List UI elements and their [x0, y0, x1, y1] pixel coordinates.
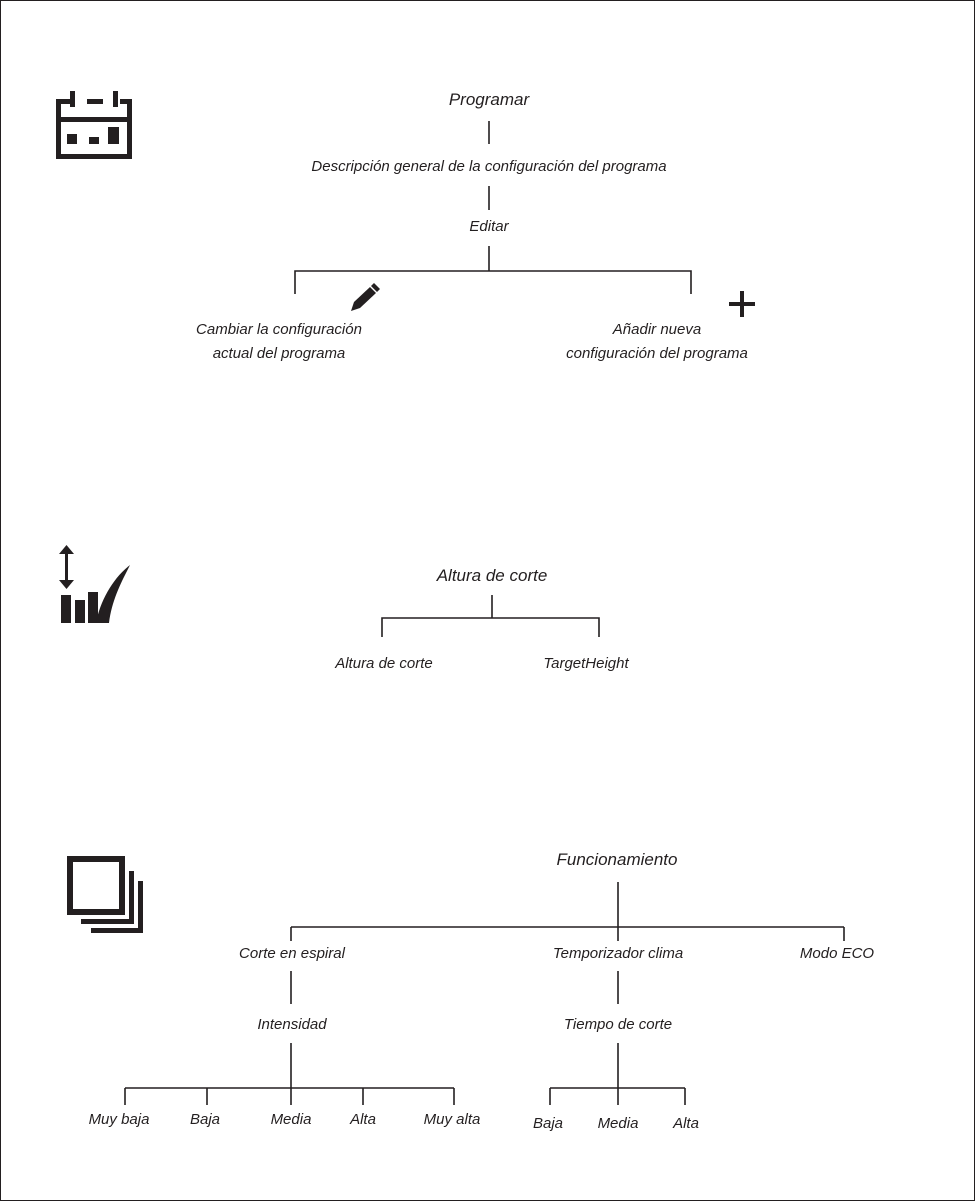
intensity-level-label: Muy alta: [424, 1111, 481, 1128]
schedule-change-label-line1: Cambiar la configuración: [196, 321, 362, 338]
connector-bracket: [294, 270, 692, 294]
schedule-add-label-line2: configuración del programa: [566, 345, 748, 362]
cut-time-label: Tiempo de corte: [564, 1016, 672, 1033]
operation-icon: [67, 856, 143, 933]
operation-root-label: Funcionamiento: [557, 850, 678, 869]
plus-icon: [729, 291, 755, 317]
cutting-height-icon: [59, 545, 130, 623]
intensity-level-label: Alta: [349, 1111, 376, 1128]
schedule-change-label-line2: actual del programa: [213, 345, 346, 362]
schedule-root-label: Programar: [449, 90, 531, 109]
intensity-level-label: Media: [271, 1111, 312, 1128]
eco-mode-label: Modo ECO: [800, 945, 875, 962]
schedule-overview-label: Descripción general de la configuración …: [311, 158, 666, 175]
weather-timer-label: Temporizador clima: [553, 945, 683, 962]
intensity-level-label: Baja: [190, 1111, 220, 1128]
cutting-height-target-label: TargetHeight: [543, 655, 629, 672]
connector-bracket: [381, 617, 600, 637]
calendar-icon: [56, 91, 132, 159]
spiral-cut-label: Corte en espiral: [239, 945, 346, 962]
schedule-edit-label: Editar: [469, 218, 509, 235]
pencil-icon: [351, 283, 380, 311]
cutting-height-child-label: Altura de corte: [334, 655, 433, 672]
intensity-label: Intensidad: [257, 1016, 327, 1033]
cut-time-level-label: Alta: [672, 1115, 699, 1132]
intensity-level-label: Muy baja: [89, 1111, 150, 1128]
cut-time-level-label: Baja: [533, 1115, 563, 1132]
schedule-add-label-line1: Añadir nueva: [612, 321, 701, 338]
cut-time-level-label: Media: [598, 1115, 639, 1132]
cutting-height-root-label: Altura de corte: [436, 566, 548, 585]
